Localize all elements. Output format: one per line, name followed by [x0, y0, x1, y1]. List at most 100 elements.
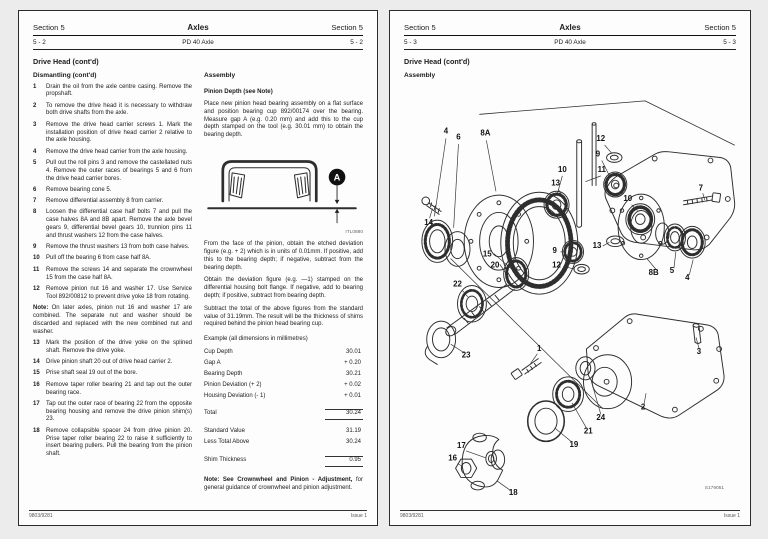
part-label-17: 17: [457, 441, 466, 450]
header-page-no-left: 5 - 3: [404, 38, 417, 46]
footer-doc-no: 9803/9281: [400, 513, 424, 519]
part-leader-20: [499, 264, 509, 278]
figure-code: S179051: [704, 486, 724, 491]
bevel-gears-art: [543, 152, 656, 275]
step-number: 18: [33, 427, 40, 434]
part-leader-15: [493, 253, 531, 286]
roll-pin-art: [692, 323, 702, 344]
assembly-subheading: Assembly: [404, 71, 436, 79]
header-page-no-left: 5 - 2: [33, 38, 46, 46]
example-label: Shim Thickness: [204, 457, 247, 464]
part-label-6: 6: [456, 132, 461, 141]
assembly-note: Note: See Crownwheel and Pinion - Adjust…: [204, 477, 363, 493]
footer-issue: Issue 1: [350, 513, 367, 519]
header-title: Axles: [559, 23, 581, 32]
part-label-14: 14: [424, 218, 433, 227]
paragraph: From the face of the pinion, obtain the …: [204, 241, 363, 271]
step-text: Prise shaft seal 19 out of the bore.: [46, 370, 138, 377]
step-text: Remove bearing cone 5.: [46, 186, 112, 193]
header-subtitle: PD 40 Axle: [182, 38, 214, 46]
assembly-note-rest: for general guidance of crownwheel and p…: [204, 476, 363, 491]
step-number: 2: [33, 102, 37, 109]
page-header: Section 5 Axles Section 5: [404, 23, 736, 36]
example-title: Example (all dimensions in millimetres): [204, 336, 308, 343]
part-label-20: 20: [491, 260, 500, 269]
step-text: To remove the drive head it is necessary…: [46, 102, 192, 117]
bolt-1-art: [510, 358, 542, 380]
bearing-cup-art: [221, 160, 318, 203]
part-leader-24: [590, 380, 602, 415]
step-text: Remove the drive head carrier screws 1. …: [46, 121, 192, 144]
step-number: 8: [33, 209, 37, 216]
gap-a-marker-circle: [328, 168, 346, 186]
step-text: Mark the position of the drive yoke on t…: [46, 340, 192, 354]
example-row: Shim Thickness 0.95: [204, 455, 363, 468]
step-number: 13: [33, 340, 40, 347]
part-leader-4: [434, 138, 447, 217]
step-number: 9: [33, 244, 37, 251]
figure-code: ITL0880: [345, 229, 363, 235]
example-label: Less Total Above: [204, 439, 250, 446]
part-leader-7: [702, 193, 706, 201]
bolt-14-art: [421, 196, 442, 215]
taper-roller-left-art: [229, 172, 246, 199]
step-number: 16: [33, 381, 40, 388]
part-label-2: 2: [641, 403, 646, 412]
exploded-diagram: 468A14152022231912101312911101378B543224…: [421, 100, 736, 497]
part-leader-23: [450, 343, 465, 354]
part-leader-19: [554, 427, 572, 442]
example-label: Bearing Depth: [204, 370, 243, 377]
step-text: Drain the oil from the axle centre casin…: [46, 83, 192, 98]
assembly-note-bold: Note: See Crownwheel and Pinion - Adjust…: [204, 476, 353, 483]
part-leader-10: [557, 175, 563, 194]
assembly-column: Assembly Pinion Depth (see Note) Place n…: [204, 72, 363, 493]
page-left-content: Section 5 Axles Section 5 5 - 2 PD 40 Ax…: [19, 11, 377, 525]
part-label-23: 23: [462, 351, 471, 360]
bearing-gap-diagram: A: [207, 160, 357, 224]
step-item: 13 Mark the position of the drive yoke on…: [33, 340, 192, 356]
part-leader-22: [462, 290, 469, 298]
example-value: 30.24: [325, 408, 363, 421]
part-leader-9: [601, 160, 610, 177]
example-value: 0.95: [325, 455, 363, 468]
page-footer: 9803/9281 Issue 1: [29, 510, 367, 519]
part-label-3: 3: [697, 347, 702, 356]
example-label: Housing Deviation (- 1): [204, 392, 266, 399]
step-text: Remove collapsible spacer 24 from drive …: [46, 427, 192, 458]
assembly-axis-art: [450, 258, 604, 409]
footer-doc-no: 9803/9281: [29, 513, 53, 519]
step-number: 7: [33, 198, 37, 205]
step-text: Pull out the roll pins 3 and remove the …: [46, 159, 192, 182]
part-leader-12: [563, 265, 575, 270]
pinion-art: [424, 257, 530, 365]
part-leader-2: [643, 393, 647, 404]
part-leader-21: [571, 402, 587, 429]
part-leader-14: [429, 208, 433, 219]
step-number: 14: [33, 359, 40, 366]
bearing-stack-left-art: [421, 219, 471, 267]
example-block: Example (all dimensions in millimetres) …: [204, 336, 363, 468]
part-label-15: 15: [483, 250, 492, 259]
step-text: Remove the thrust washers 13 from both c…: [46, 244, 190, 251]
part-leader-11: [585, 175, 601, 182]
part-leader-5: [673, 251, 677, 269]
part-label-10: 10: [558, 165, 567, 174]
page-heading: Drive Head (cont'd): [404, 56, 470, 66]
part-label-7: 7: [699, 183, 704, 192]
part-label-5: 5: [670, 266, 675, 275]
part-leader-16: [457, 463, 463, 467]
step-number: 6: [33, 186, 37, 193]
bearing-gap-figure: A ITL0880: [204, 148, 363, 236]
